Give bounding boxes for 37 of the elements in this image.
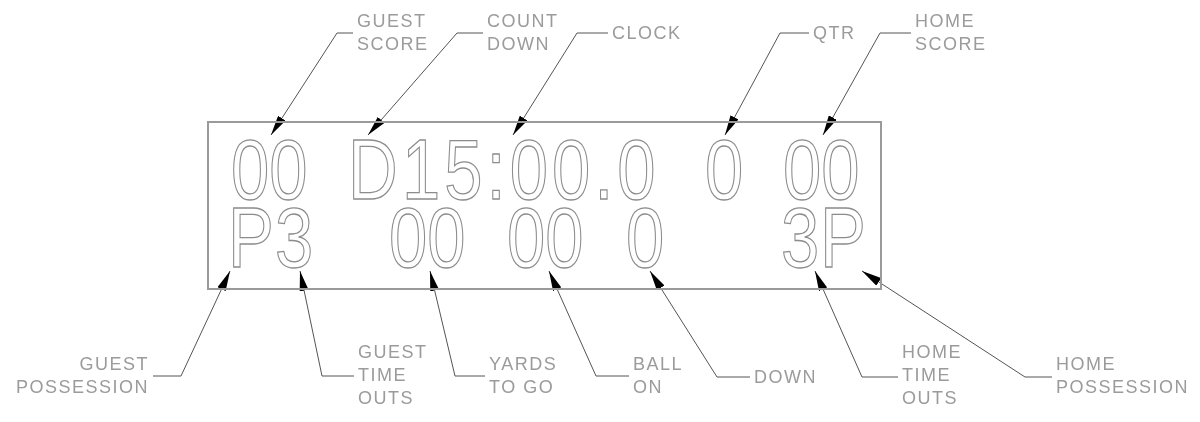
callout-label: GUEST POSSESSION	[9, 353, 153, 399]
callout-label: YARDS TO GO	[485, 353, 565, 399]
callout-label: HOME TIME OUTS	[898, 341, 968, 410]
callout-label: DOWN	[750, 366, 817, 389]
leader-arrow	[367, 32, 484, 136]
callout-label: BALL ON	[629, 353, 691, 399]
callout-label: HOME POSSESSION	[1052, 353, 1196, 399]
callout-label: GUEST SCORE	[353, 10, 435, 56]
leader-arrow	[649, 270, 751, 378]
display-digits: D	[348, 135, 398, 203]
leader-arrow	[152, 270, 231, 377]
display-digits: P	[820, 203, 866, 271]
leader-arrow	[822, 32, 912, 136]
display-digits: 00	[783, 135, 860, 203]
callout-label: CLOCK	[608, 22, 682, 45]
leader-arrow	[724, 32, 810, 136]
display-digits: 3	[275, 203, 314, 271]
display-digits: 0	[626, 203, 665, 271]
callout-label: COUNT DOWN	[483, 10, 565, 56]
leader-arrow	[861, 270, 1053, 378]
display-panel	[207, 121, 882, 290]
display-digits: 00	[389, 203, 466, 271]
callout-label: HOME SCORE	[911, 10, 993, 56]
leader-arrow	[512, 32, 609, 136]
leader-arrow	[548, 270, 630, 377]
leader-arrow	[299, 270, 355, 377]
display-digits: 3	[781, 203, 820, 271]
callout-label: GUEST TIME OUTS	[354, 341, 436, 410]
display-digits: 15:00.0	[402, 135, 660, 203]
leader-arrow	[429, 270, 486, 377]
display-digits: 0	[705, 135, 744, 203]
display-digits: 00	[231, 135, 308, 203]
display-digits: P	[228, 203, 274, 271]
leader-arrow	[270, 32, 354, 136]
callout-label: QTR	[809, 22, 856, 45]
display-digits: 00	[507, 203, 584, 271]
leader-arrow	[814, 270, 899, 378]
